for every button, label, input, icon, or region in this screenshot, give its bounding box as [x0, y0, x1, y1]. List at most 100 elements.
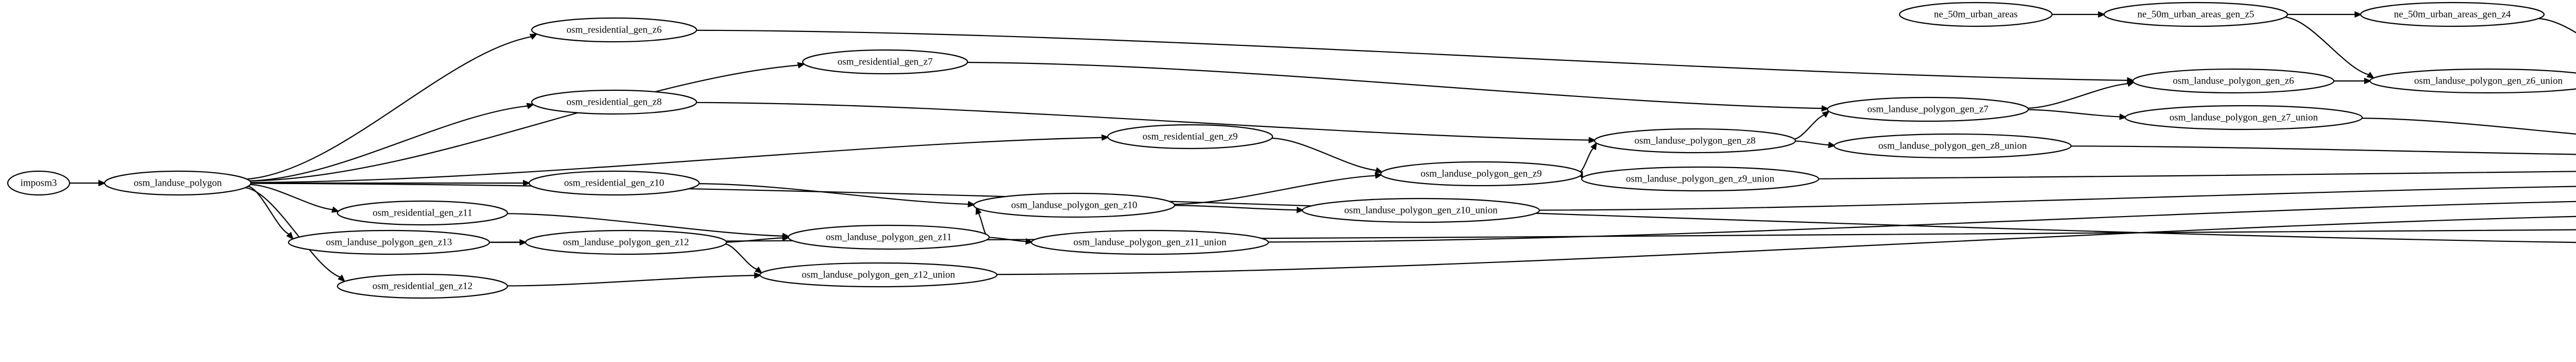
- node-ne_50m_urban_areas_gen_z4[interactable]: ne_50m_urban_areas_gen_z4: [2360, 2, 2545, 27]
- node-osm_landuse_polygon_gen_z9_union[interactable]: osm_landuse_polygon_gen_z9_union: [1581, 166, 1820, 192]
- node-shape[interactable]: [2132, 68, 2335, 94]
- arrow-head-icon: [782, 235, 790, 241]
- arrow-head-icon: [286, 232, 294, 240]
- node-shape[interactable]: [531, 89, 698, 115]
- node-osm_landuse_polygon[interactable]: osm_landuse_polygon: [104, 170, 252, 196]
- node-shape[interactable]: [336, 200, 509, 226]
- node-label: osm_residential_gen_z9: [1143, 131, 1238, 142]
- edge-osm_landuse_polygon_gen_z12_union-to-layer_landuse_z12: [995, 216, 2576, 275]
- node-label: osm_landuse_polygon_gen_z9: [1420, 168, 1541, 179]
- node-osm_residential_gen_z8[interactable]: osm_residential_gen_z8: [531, 89, 698, 115]
- node-label: osm_landuse_polygon_gen_z7: [1867, 104, 1988, 114]
- node-shape[interactable]: [2103, 2, 2289, 27]
- node-label: osm_landuse_polygon_gen_z8: [1634, 135, 1755, 146]
- node-osm_landuse_polygon_gen_z7_union[interactable]: osm_landuse_polygon_gen_z7_union: [2124, 105, 2363, 130]
- node-shape[interactable]: [104, 170, 252, 196]
- node-shape[interactable]: [1594, 128, 1797, 154]
- arrow-head-icon: [1828, 141, 1836, 149]
- node-label: imposm3: [21, 177, 57, 188]
- node-shape[interactable]: [7, 170, 71, 196]
- node-osm_residential_gen_z7[interactable]: osm_residential_gen_z7: [802, 49, 969, 75]
- node-shape[interactable]: [287, 229, 490, 255]
- node-label: osm_landuse_polygon_gen_z6_union: [2414, 75, 2563, 86]
- node-osm_landuse_polygon_gen_z7[interactable]: osm_landuse_polygon_gen_z7: [1826, 96, 2029, 122]
- node-osm_landuse_polygon_gen_z8_union[interactable]: osm_landuse_polygon_gen_z8_union: [1833, 133, 2072, 159]
- edge-osm_landuse_polygon_gen_z8-to-osm_landuse_polygon_gen_z8_union: [1794, 140, 1836, 149]
- node-shape[interactable]: [2369, 68, 2576, 94]
- arrow-head-icon: [2366, 72, 2375, 79]
- arrow-head-icon: [529, 33, 538, 40]
- node-label: osm_landuse_polygon_gen_z12: [563, 237, 689, 248]
- node-shape[interactable]: [336, 273, 509, 299]
- node-label: osm_landuse_polygon_gen_z8_union: [1878, 140, 2027, 151]
- node-shape[interactable]: [1826, 96, 2029, 122]
- node-osm_landuse_polygon_gen_z10_union[interactable]: osm_landuse_polygon_gen_z10_union: [1301, 198, 1540, 223]
- node-shape[interactable]: [524, 229, 727, 255]
- node-shape[interactable]: [1380, 161, 1583, 187]
- node-osm_landuse_polygon_gen_z8[interactable]: osm_landuse_polygon_gen_z8: [1594, 128, 1797, 154]
- node-osm_landuse_polygon_gen_z10[interactable]: osm_landuse_polygon_gen_z10: [973, 192, 1176, 218]
- arrow-head-icon: [526, 103, 535, 109]
- edge-osm_landuse_polygon_gen_z7_union-to-layer_landuse_z7: [2361, 118, 2576, 135]
- node-label: osm_landuse_polygon_gen_z11: [826, 232, 952, 242]
- node-osm_residential_gen_z9[interactable]: osm_residential_gen_z9: [1107, 124, 1274, 150]
- node-shape[interactable]: [973, 192, 1176, 218]
- node-osm_residential_gen_z10[interactable]: osm_residential_gen_z10: [528, 170, 700, 196]
- node-osm_landuse_polygon_gen_z13[interactable]: osm_landuse_polygon_gen_z13: [287, 229, 490, 255]
- edge-ne_50m_urban_areas-to-ne_50m_urban_areas_gen_z5: [2051, 11, 2106, 18]
- node-shape[interactable]: [802, 49, 969, 75]
- edge-osm_residential_gen_z12-to-osm_landuse_polygon_gen_z12_union: [506, 272, 762, 287]
- node-osm_residential_gen_z11[interactable]: osm_residential_gen_z11: [336, 200, 509, 226]
- node-shape[interactable]: [2360, 2, 2545, 27]
- arrow-head-icon: [331, 206, 340, 213]
- node-shape[interactable]: [1899, 2, 2053, 27]
- node-label: ne_50m_urban_areas_gen_z4: [2394, 9, 2511, 20]
- edge-osm_landuse_polygon_gen_z10_union-to-layer_landuse_z10: [1538, 186, 2576, 211]
- node-shape[interactable]: [787, 224, 990, 250]
- arrow-head-icon: [1296, 206, 1304, 213]
- node-label: osm_residential_gen_z7: [838, 56, 933, 67]
- edge-ne_50m_urban_areas_gen_z4-to-layer_landuse_z4: [2537, 18, 2576, 34]
- arrow-head-icon: [2098, 11, 2106, 18]
- node-shape[interactable]: [1833, 133, 2072, 159]
- node-shape[interactable]: [1107, 124, 1274, 150]
- node-osm_landuse_polygon_gen_z6_union[interactable]: osm_landuse_polygon_gen_z6_union: [2369, 68, 2576, 94]
- node-osm_residential_gen_z6[interactable]: osm_residential_gen_z6: [531, 17, 698, 43]
- node-label: osm_residential_gen_z6: [567, 24, 662, 35]
- node-osm_landuse_polygon_gen_z12[interactable]: osm_landuse_polygon_gen_z12: [524, 229, 727, 255]
- arrow-head-icon: [1821, 105, 1829, 112]
- node-shape[interactable]: [2124, 105, 2363, 130]
- node-shape[interactable]: [531, 17, 698, 43]
- node-ne_50m_urban_areas[interactable]: ne_50m_urban_areas: [1899, 2, 2053, 27]
- edge-osm_landuse_polygon_gen_z7-to-osm_landuse_polygon_gen_z7_union: [2027, 109, 2127, 120]
- node-shape[interactable]: [759, 262, 998, 288]
- node-osm_landuse_polygon_gen_z11_union[interactable]: osm_landuse_polygon_gen_z11_union: [1030, 229, 1269, 255]
- node-shape[interactable]: [1030, 229, 1269, 255]
- node-ne_50m_urban_areas_gen_z5[interactable]: ne_50m_urban_areas_gen_z5: [2103, 2, 2289, 27]
- node-label: osm_residential_gen_z8: [567, 96, 662, 107]
- edge-osm_residential_gen_z10-to-osm_landuse_polygon_gen_z10: [698, 183, 976, 208]
- node-imposm3[interactable]: imposm3: [7, 170, 71, 196]
- edge-osm_residential_gen_z9-to-osm_landuse_polygon_gen_z9: [1271, 137, 1383, 174]
- node-shape[interactable]: [1581, 166, 1820, 192]
- arrow-head-icon: [968, 201, 976, 208]
- node-label: osm_residential_gen_z10: [564, 177, 664, 188]
- node-osm_landuse_polygon_gen_z12_union[interactable]: osm_landuse_polygon_gen_z12_union: [759, 262, 998, 288]
- arrow-head-icon: [975, 206, 982, 215]
- node-label: osm_landuse_polygon_gen_z12_union: [802, 269, 955, 280]
- node-osm_landuse_polygon_gen_z6[interactable]: osm_landuse_polygon_gen_z6: [2132, 68, 2335, 94]
- edge-osm_landuse_polygon_gen_z7-to-osm_landuse_polygon_gen_z6: [2027, 80, 2136, 109]
- node-osm_landuse_polygon_gen_z11[interactable]: osm_landuse_polygon_gen_z11: [787, 224, 990, 250]
- node-osm_residential_gen_z12[interactable]: osm_residential_gen_z12: [336, 273, 509, 299]
- nodes-layer: imposm3 osm_landuse_polygon osm_residentia…: [7, 2, 2576, 299]
- node-label: osm_landuse_polygon_gen_z10: [1011, 200, 1138, 210]
- edge-ne_50m_urban_areas_gen_z5-to-osm_landuse_polygon_gen_z6_union: [2284, 16, 2375, 79]
- node-osm_landuse_polygon_gen_z9[interactable]: osm_landuse_polygon_gen_z9: [1380, 161, 1583, 187]
- node-label: ne_50m_urban_areas: [1934, 9, 2018, 20]
- node-label: osm_residential_gen_z12: [372, 281, 472, 291]
- node-shape[interactable]: [1301, 198, 1540, 223]
- arrow-head-icon: [523, 179, 531, 187]
- node-shape[interactable]: [528, 170, 700, 196]
- node-label: osm_landuse_polygon_gen_z6: [2173, 75, 2294, 86]
